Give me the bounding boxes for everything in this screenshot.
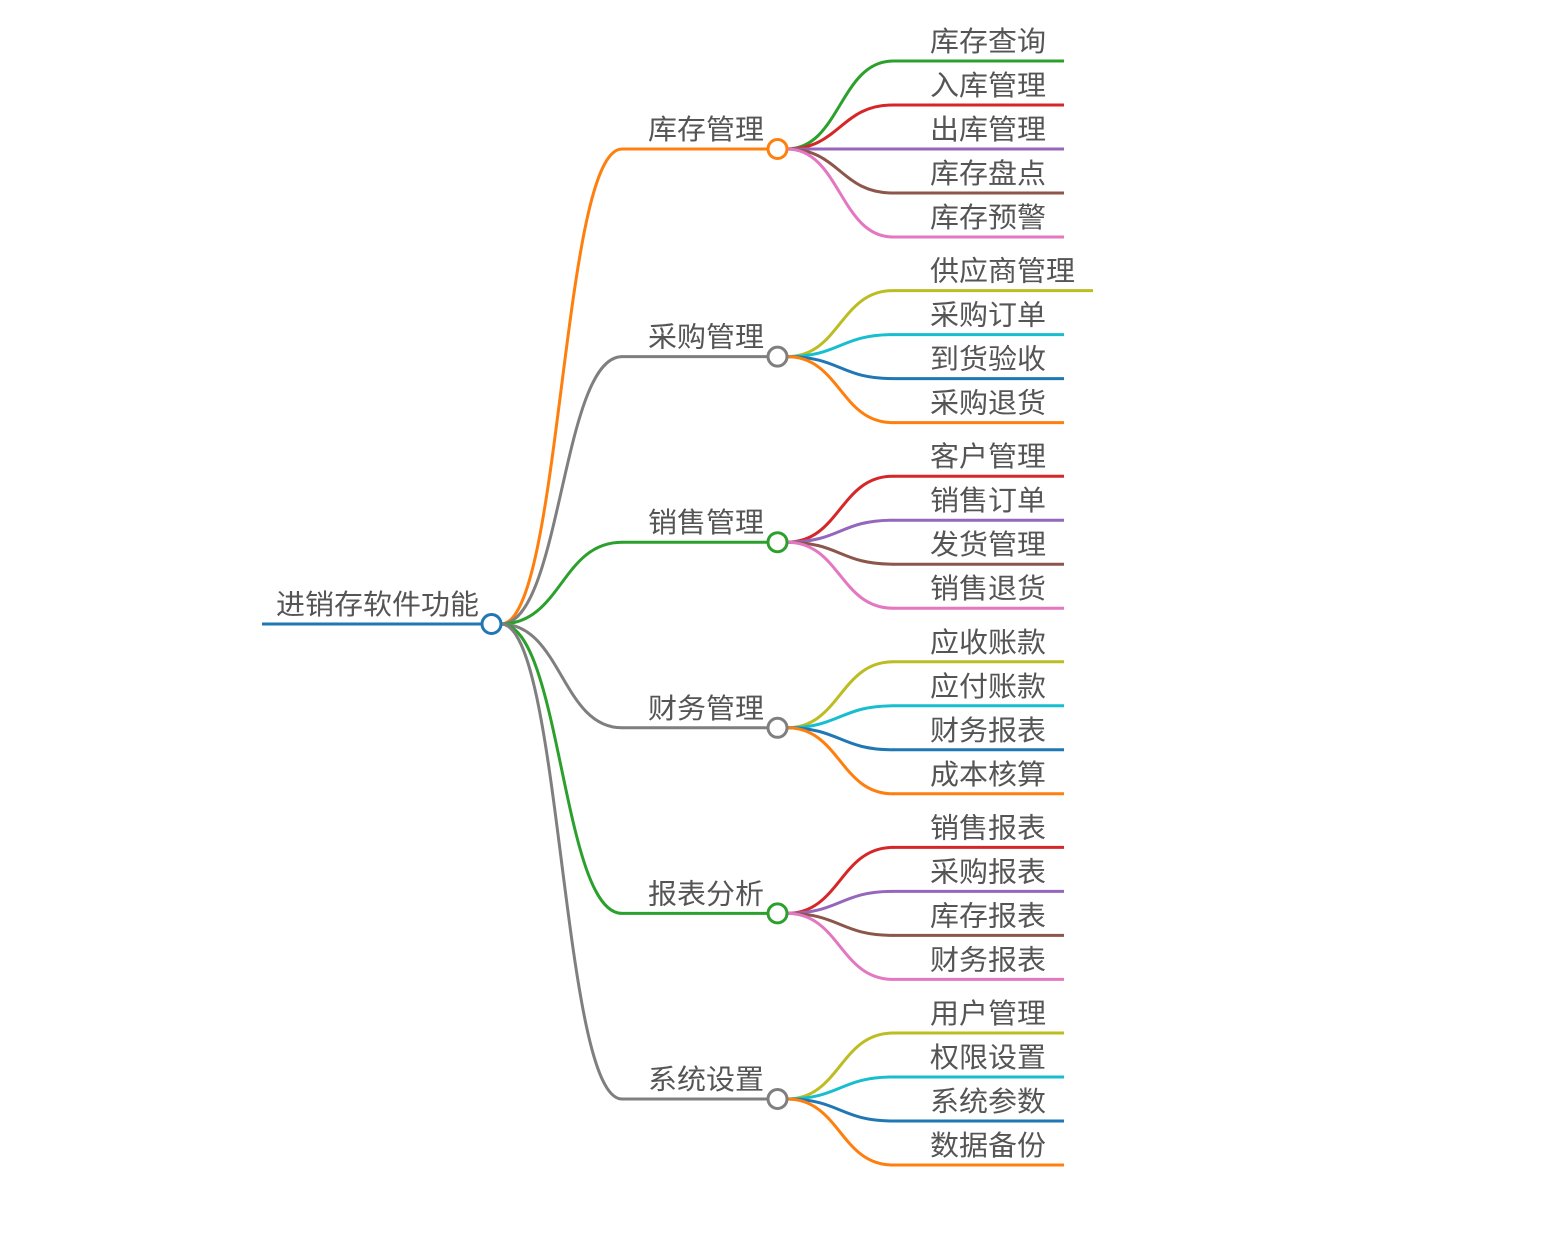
leaf-node-label: 出库管理 [930, 113, 1046, 146]
leaf-node-label: 采购订单 [930, 299, 1046, 332]
leaf-node-label: 采购退货 [930, 387, 1046, 420]
leaf-link [785, 1075, 895, 1101]
leaf-link [785, 333, 895, 359]
branch-node-label: 库存管理 [648, 113, 764, 146]
links-layer [499, 59, 895, 1167]
leaf-node-label: 供应商管理 [930, 255, 1075, 288]
leaf-link [785, 889, 895, 915]
branch-link [499, 147, 624, 626]
branch-link [499, 622, 624, 1101]
leaf-node-label: 销售报表 [930, 811, 1046, 844]
branch-node-label: 报表分析 [648, 877, 764, 910]
leaf-node-label: 销售退货 [930, 572, 1046, 605]
branch-node-expander[interactable] [766, 716, 789, 739]
leaf-node-label: 库存报表 [930, 899, 1046, 932]
leaf-link [785, 289, 895, 359]
branch-node-label: 财务管理 [648, 692, 764, 725]
leaf-link [785, 59, 895, 151]
leaf-link [785, 103, 895, 151]
leaf-link [785, 518, 895, 544]
leaf-node-label: 采购报表 [930, 855, 1046, 888]
leaf-node-label: 应付账款 [930, 670, 1046, 703]
leaf-node-label: 客户管理 [930, 440, 1046, 473]
leaf-node-label: 财务报表 [930, 714, 1046, 747]
leaf-link [785, 845, 895, 915]
leaf-node-label: 应收账款 [930, 626, 1046, 659]
branch-node-expander[interactable] [766, 345, 789, 368]
leaf-node-label: 财务报表 [930, 943, 1046, 976]
leaf-node-label: 库存盘点 [930, 157, 1046, 190]
root-node-label: 进销存软件功能 [276, 588, 479, 621]
leaf-node-label: 成本核算 [930, 758, 1046, 791]
branch-node-label: 采购管理 [648, 321, 764, 354]
leaf-node-label: 系统参数 [930, 1085, 1046, 1118]
leaf-node-label: 用户管理 [930, 997, 1046, 1030]
underlines-layer [262, 59, 1093, 1167]
leaf-link [785, 147, 895, 239]
leaf-node-label: 权限设置 [930, 1041, 1046, 1074]
leaf-node-label: 入库管理 [930, 69, 1046, 102]
leaf-node-label: 库存查询 [930, 25, 1046, 58]
leaf-node-label: 数据备份 [930, 1129, 1046, 1162]
leaf-link [785, 147, 895, 195]
branch-node-expander[interactable] [766, 1088, 789, 1110]
branch-link [499, 540, 624, 626]
expanders-layer [480, 138, 789, 1110]
leaf-node-label: 发货管理 [930, 528, 1046, 561]
branch-node-label: 销售管理 [648, 506, 764, 539]
branch-link [499, 355, 624, 626]
leaf-link [785, 704, 895, 730]
root-node-expander[interactable] [480, 613, 503, 635]
leaf-link [785, 726, 895, 796]
leaf-node-label: 库存预警 [930, 201, 1046, 234]
branch-node-label: 系统设置 [648, 1063, 764, 1096]
leaf-link [785, 540, 895, 610]
leaf-link [785, 660, 895, 730]
branch-link [499, 622, 624, 915]
leaf-node-label: 销售订单 [930, 484, 1046, 517]
branch-node-expander[interactable] [766, 138, 789, 160]
branch-node-expander[interactable] [766, 531, 789, 554]
leaf-link [785, 474, 895, 544]
leaf-link [785, 1031, 895, 1101]
leaf-link [785, 911, 895, 981]
leaf-node-label: 到货验收 [930, 343, 1046, 376]
branch-link [499, 622, 624, 730]
branch-node-expander[interactable] [766, 902, 789, 925]
leaf-link [785, 355, 895, 425]
leaf-link [785, 1097, 895, 1167]
